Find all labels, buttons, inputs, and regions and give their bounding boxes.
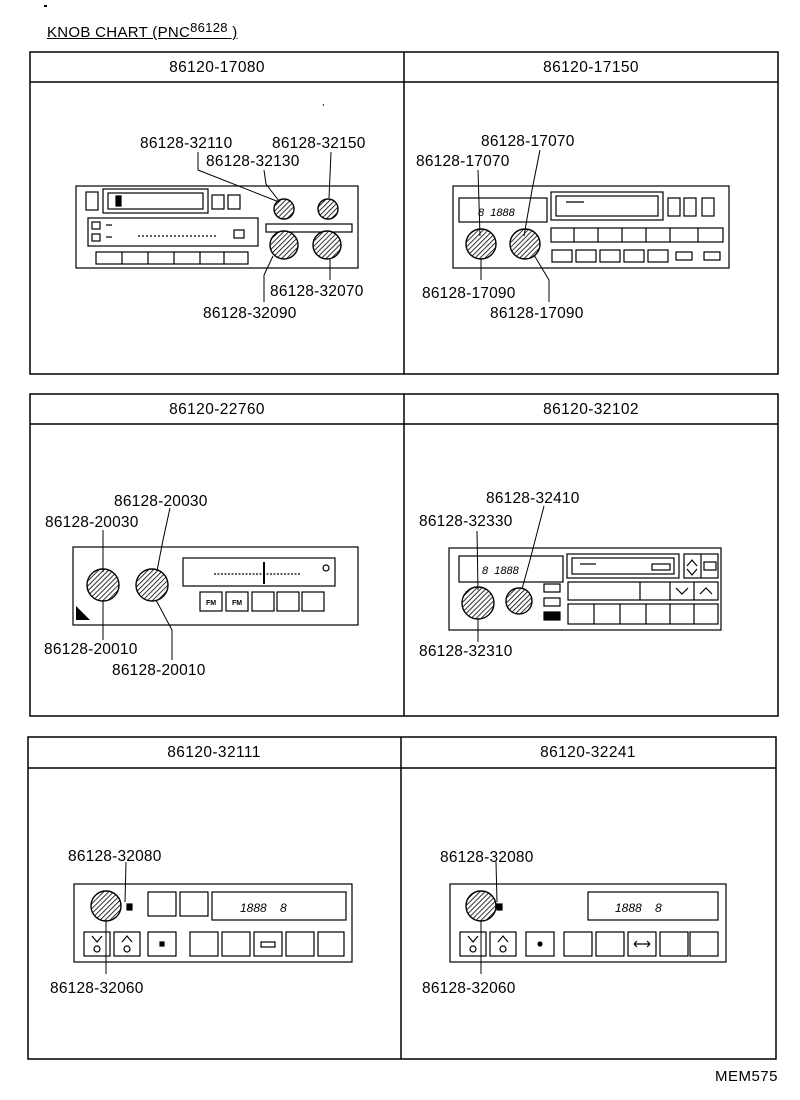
- part-label-32330: 86128-32330: [419, 513, 513, 530]
- display-17150: 8 1888: [478, 207, 516, 219]
- part-label-32080-b: 86128-32080: [440, 849, 534, 866]
- knob-32310: [461, 586, 495, 620]
- knob-20010-right: [135, 568, 169, 602]
- chart-title: KNOB CHART (PNC86128 ): [47, 20, 238, 41]
- knob-20010-left: [86, 568, 120, 602]
- knob-17090-left: [465, 228, 497, 260]
- part-label-32090: 86128-32090: [203, 305, 297, 322]
- panel-header-5: 86120-32111: [167, 744, 260, 761]
- panel-header-6: 86120-32241: [540, 744, 636, 761]
- leaders-17080: [197, 151, 332, 302]
- leaders-17150: [477, 149, 550, 302]
- part-label-20010-left: 86128-20010: [44, 641, 138, 658]
- part-label-32080-a: 86128-32080: [68, 848, 162, 865]
- radio-unit-32241: [449, 883, 727, 963]
- part-label-32410: 86128-32410: [486, 490, 580, 507]
- knob-32060-a: [90, 890, 122, 922]
- knob-32410: [505, 587, 533, 615]
- knob-group-32111: [90, 890, 122, 922]
- knob-group-22760: [86, 568, 169, 602]
- leaders-32111: [105, 861, 127, 974]
- knob-group-32102: [461, 586, 533, 620]
- display-32111: 1888 8: [240, 901, 287, 915]
- stray-mark: ,: [322, 97, 325, 108]
- fm-button-label-2: FM: [232, 600, 242, 607]
- display-32241: 1888 8: [615, 901, 662, 915]
- panel-header-2: 86120-17150: [543, 59, 639, 76]
- part-label-32310: 86128-32310: [419, 643, 513, 660]
- radio-unit-32102: [448, 547, 722, 631]
- panel-header-3: 86120-22760: [169, 401, 265, 418]
- knob-32110: [273, 198, 295, 220]
- panel-header-4: 86120-32102: [543, 401, 639, 418]
- part-label-32150: 86128-32150: [272, 135, 366, 152]
- document-code: MEM575: [714, 1068, 778, 1085]
- corner-mark: [44, 5, 47, 7]
- panel-grid: [27, 51, 779, 1060]
- leaders-32241: [480, 861, 498, 974]
- part-label-20010-right: 86128-20010: [112, 662, 206, 679]
- leaders-32102: [476, 505, 545, 642]
- leaders-22760: [102, 507, 173, 660]
- radio-unit-22760: [72, 546, 359, 626]
- knob-32150: [317, 198, 339, 220]
- knob-group-32241: [465, 890, 497, 922]
- part-label-32060-b: 86128-32060: [422, 980, 516, 997]
- knob-group-17080: [269, 198, 342, 260]
- part-label-17070-upper: 86128-17070: [481, 133, 575, 150]
- knob-32070: [312, 230, 342, 260]
- part-label-17090-left: 86128-17090: [422, 285, 516, 302]
- radio-unit-17150: [452, 185, 730, 269]
- part-label-20030-lower: 86128-20030: [45, 514, 139, 531]
- knob-group-17150: [465, 228, 541, 260]
- fm-button-label-1: FM: [206, 600, 216, 607]
- knob-17090-right: [509, 228, 541, 260]
- part-label-32070: 86128-32070: [270, 283, 364, 300]
- part-label-32130: 86128-32130: [206, 153, 300, 170]
- radio-unit-17080: [75, 185, 359, 269]
- panel-header-1: 86120-17080: [169, 59, 265, 76]
- part-label-17070-lower: 86128-17070: [416, 153, 510, 170]
- part-label-32110: 86128-32110: [140, 135, 233, 152]
- part-label-32060-a: 86128-32060: [50, 980, 144, 997]
- part-label-20030-upper: 86128-20030: [114, 493, 208, 510]
- chart-title-pnc: 86128: [190, 20, 228, 35]
- chart-title-end: ): [227, 24, 238, 41]
- display-32102: 8 1888: [482, 565, 520, 577]
- part-label-17090-right: 86128-17090: [490, 305, 584, 322]
- chart-title-main: KNOB CHART (PNC: [47, 24, 191, 41]
- knob-32090: [269, 230, 299, 260]
- knob-32060-b: [465, 890, 497, 922]
- radio-unit-32111: [73, 883, 353, 963]
